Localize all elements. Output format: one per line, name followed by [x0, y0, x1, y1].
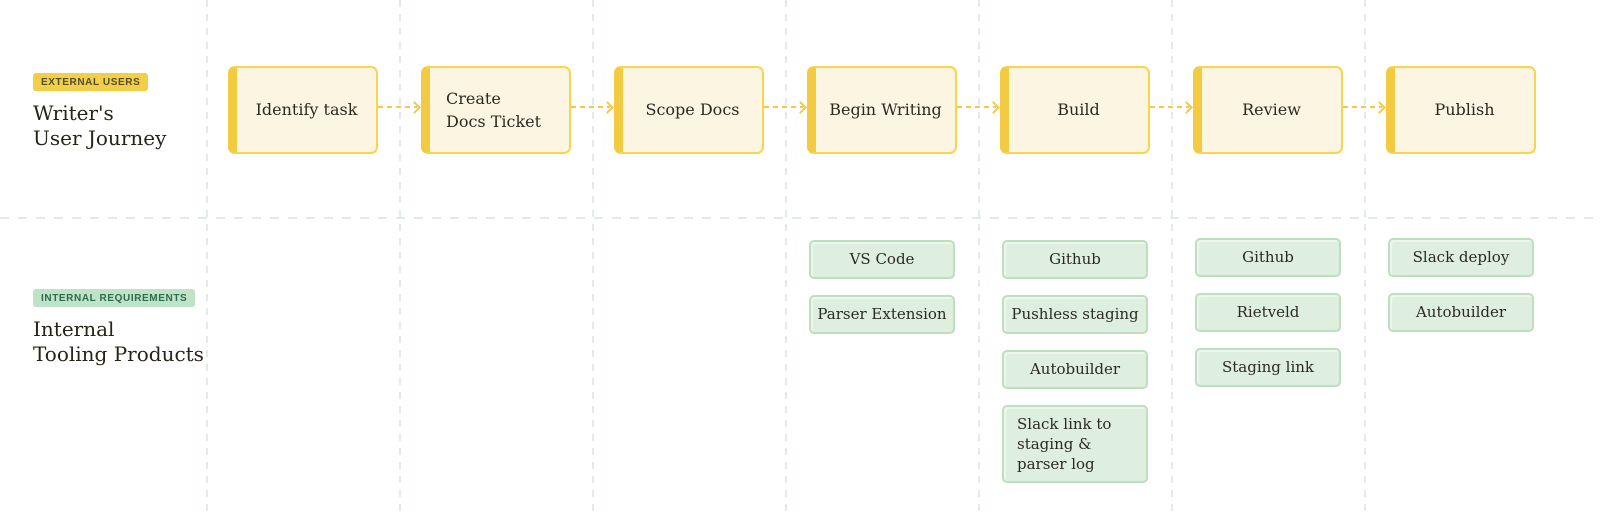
grid-line-horizontal: [0, 217, 1600, 219]
tool-box-staging-link[interactable]: Staging link: [1195, 348, 1341, 387]
tool-label: Github: [1242, 248, 1294, 267]
journey-step-scope-docs[interactable]: Scope Docs: [614, 66, 764, 154]
journey-step-label: Begin Writing: [829, 100, 942, 120]
journey-step-label: Publish: [1434, 100, 1495, 120]
tool-label: Staging link: [1221, 358, 1315, 377]
tool-box-slack-link-staging-parser-log[interactable]: Slack link to staging & parser log: [1002, 405, 1148, 483]
flow-arrow-icon: [571, 100, 614, 114]
grid-line-vertical: [592, 0, 594, 517]
journey-step-label: Identify task: [255, 100, 358, 120]
journey-step-label: Build: [1057, 100, 1100, 120]
tool-box-github-build[interactable]: Github: [1002, 240, 1148, 279]
tool-box-vs-code[interactable]: VS Code: [809, 240, 955, 279]
grid-line-vertical: [1171, 0, 1173, 517]
journey-step-label: Scope Docs: [645, 100, 740, 120]
journey-step-publish[interactable]: Publish: [1386, 66, 1536, 154]
tool-label: VS Code: [849, 250, 915, 269]
journey-step-label: Review: [1242, 100, 1301, 120]
journey-step-build[interactable]: Build: [1000, 66, 1150, 154]
journey-step-begin-writing[interactable]: Begin Writing: [807, 66, 957, 154]
grid-line-vertical: [978, 0, 980, 517]
tool-label: Autobuilder: [1029, 360, 1121, 379]
internal-requirements-badge: INTERNAL REQUIREMENTS: [33, 289, 196, 307]
tool-box-rietveld[interactable]: Rietveld: [1195, 293, 1341, 332]
journey-step-label: Create Docs Ticket: [446, 88, 542, 131]
grid-line-vertical: [399, 0, 401, 517]
tool-box-slack-deploy[interactable]: Slack deploy: [1388, 238, 1534, 277]
tool-label: Pushless staging: [1011, 305, 1139, 324]
lane-header-external: EXTERNAL USERS Writer's User Journey: [33, 70, 166, 152]
tool-label: Slack link to staging & parser log: [1017, 414, 1112, 474]
flow-arrow-icon: [1150, 100, 1193, 114]
journey-step-identify-task[interactable]: Identify task: [228, 66, 378, 154]
tool-label: Autobuilder: [1415, 303, 1507, 322]
journey-step-create-docs-ticket[interactable]: Create Docs Ticket: [421, 66, 571, 154]
grid-line-vertical: [785, 0, 787, 517]
grid-line-vertical: [206, 0, 208, 517]
lane-title-writers-user-journey: Writer's User Journey: [33, 101, 167, 151]
tool-label: Github: [1049, 250, 1101, 269]
lane-title-internal-tooling-products: Internal Tooling Products: [33, 317, 204, 367]
tool-label: Rietveld: [1236, 303, 1300, 322]
tool-box-github-review[interactable]: Github: [1195, 238, 1341, 277]
external-users-badge: EXTERNAL USERS: [33, 73, 149, 91]
journey-step-review[interactable]: Review: [1193, 66, 1343, 154]
tool-box-parser-extension[interactable]: Parser Extension: [809, 295, 955, 334]
flow-arrow-icon: [1343, 100, 1386, 114]
tool-box-autobuilder-build[interactable]: Autobuilder: [1002, 350, 1148, 389]
lane-header-internal: INTERNAL REQUIREMENTS Internal Tooling P…: [33, 286, 204, 368]
flow-arrow-icon: [957, 100, 1000, 114]
grid-line-vertical: [1364, 0, 1366, 517]
flow-arrow-icon: [764, 100, 807, 114]
flow-arrow-icon: [378, 100, 421, 114]
tool-box-pushless-staging[interactable]: Pushless staging: [1002, 295, 1148, 334]
tool-label: Parser Extension: [817, 305, 947, 324]
tool-box-autobuilder-publish[interactable]: Autobuilder: [1388, 293, 1534, 332]
tool-label: Slack deploy: [1412, 248, 1510, 267]
